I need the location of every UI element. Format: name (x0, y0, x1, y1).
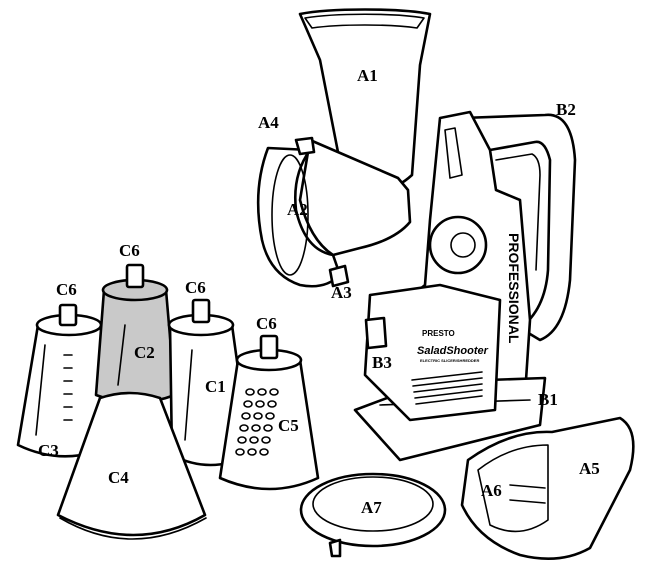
label-C5: C5 (278, 416, 299, 435)
guide-a5-inner (477, 444, 549, 533)
cone-c4-rim (59, 517, 207, 540)
label-C6-2: C6 (119, 241, 140, 260)
funnel-body (298, 138, 412, 257)
label-B2: B2 (556, 100, 576, 119)
ring-opening (271, 154, 309, 276)
brand-maker: PRESTO (422, 329, 455, 338)
outlet-ring (428, 215, 488, 275)
guide-a6-rib (509, 484, 546, 489)
guide-a6-rib-2 (509, 499, 546, 504)
label-A6: A6 (481, 481, 502, 500)
label-C3: C3 (38, 441, 59, 460)
motor-base-unit: B1 B2 B3 PROFESSIONAL PRESTO SaladShoote… (353, 100, 577, 462)
ring-a7: A7 (299, 472, 447, 558)
label-A1: A1 (357, 66, 378, 85)
label-A4: A4 (258, 113, 279, 132)
label-C6-3: C6 (185, 278, 206, 297)
label-A5: A5 (579, 459, 600, 478)
brand-side-text: PROFESSIONAL (506, 233, 522, 344)
cone-c4-body (56, 391, 207, 537)
ring-a7-outer (299, 472, 447, 548)
cone-c3-blades (63, 354, 73, 421)
body-top-slot (444, 127, 463, 179)
label-C1: C1 (205, 377, 226, 396)
cone-c1-shaft (191, 298, 211, 324)
cone-c5-shaft (259, 334, 279, 360)
brand-tagline: ELECTRIC SLICER/SHREDDER (420, 358, 479, 363)
label-B1: B1 (538, 390, 558, 409)
label-A2: A2 (287, 200, 308, 219)
cone-c4: C4 (56, 391, 207, 540)
cone-c2-slot (117, 324, 126, 386)
food-chute-assembly: A1 A2 A3 A4 (256, 8, 432, 302)
brand-model: SaladShooter (417, 345, 489, 357)
cone-c2-shaft (125, 263, 145, 289)
release-button (364, 316, 388, 350)
ring-a7-tab (328, 538, 342, 558)
label-B3: B3 (372, 353, 392, 372)
food-chute-inner (304, 13, 425, 29)
guide-a5: A5 A6 (460, 416, 635, 560)
ring-a7-inner (312, 476, 434, 532)
label-C6-4: C6 (256, 314, 277, 333)
tab-a4 (294, 136, 316, 156)
chute-ring (256, 146, 342, 288)
vent-slots (411, 371, 483, 405)
label-A7: A7 (361, 498, 382, 517)
cone-c5: C5 C6 (218, 314, 320, 491)
cone-c3-slot (35, 344, 46, 436)
cone-c5-holes (235, 388, 279, 456)
handle-grip-edge (495, 153, 541, 271)
cone-c3-shaft (58, 303, 78, 327)
label-A3: A3 (331, 283, 352, 302)
outlet-hub (450, 232, 476, 258)
cone-c2: C2 C6 (94, 241, 177, 404)
tab-a3 (328, 264, 350, 288)
label-C4: C4 (108, 468, 129, 487)
label-C2: C2 (134, 343, 155, 362)
cone-c1-slot (184, 349, 193, 441)
label-C6-1: C6 (56, 280, 77, 299)
